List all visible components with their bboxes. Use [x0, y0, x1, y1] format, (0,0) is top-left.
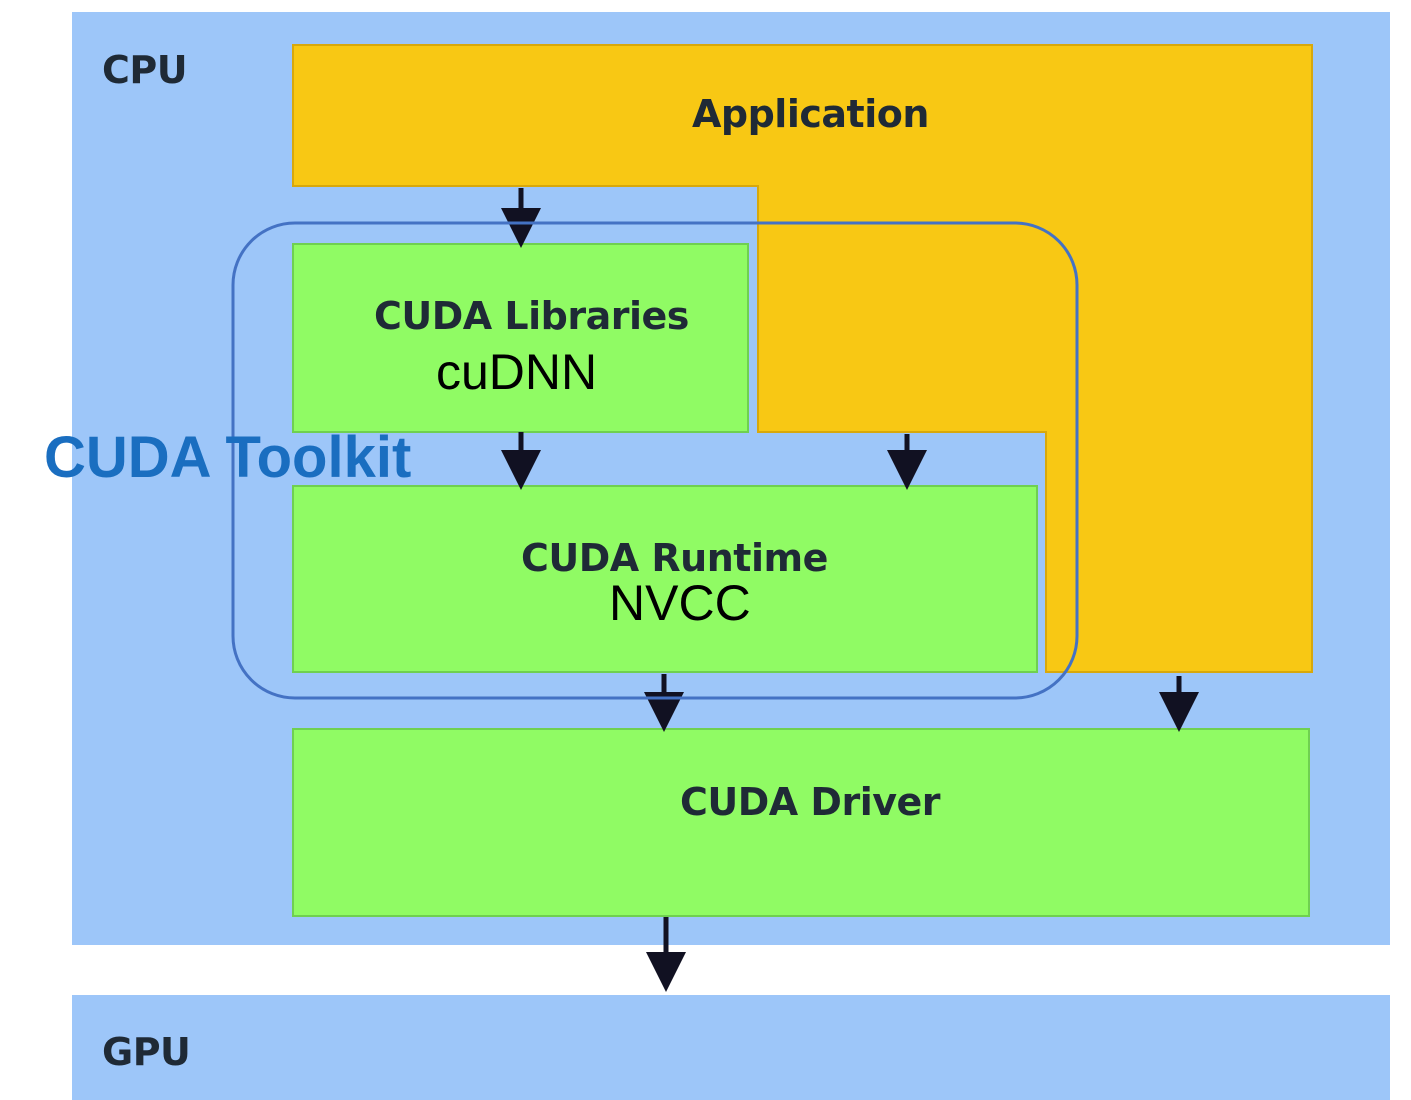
application-block — [292, 44, 1313, 673]
gpu-region — [72, 995, 1390, 1100]
cuda-runtime-block — [292, 485, 1038, 673]
nvcc-label: NVCC — [609, 575, 751, 631]
cuda-driver-block — [292, 728, 1310, 917]
cuda-libraries-block — [292, 243, 749, 433]
cuda-runtime-label: CUDA Runtime — [521, 536, 828, 580]
application-label: Application — [692, 92, 929, 136]
cudnn-label: cuDNN — [436, 344, 598, 400]
cuda-toolkit-label: CUDA Toolkit — [44, 425, 412, 490]
cpu-label: CPU — [102, 48, 188, 92]
gpu-label: GPU — [102, 1030, 191, 1074]
cuda-driver-label: CUDA Driver — [680, 780, 941, 824]
cuda-toolkit-outline — [231, 221, 1079, 700]
cuda-libraries-label: CUDA Libraries — [374, 294, 689, 338]
